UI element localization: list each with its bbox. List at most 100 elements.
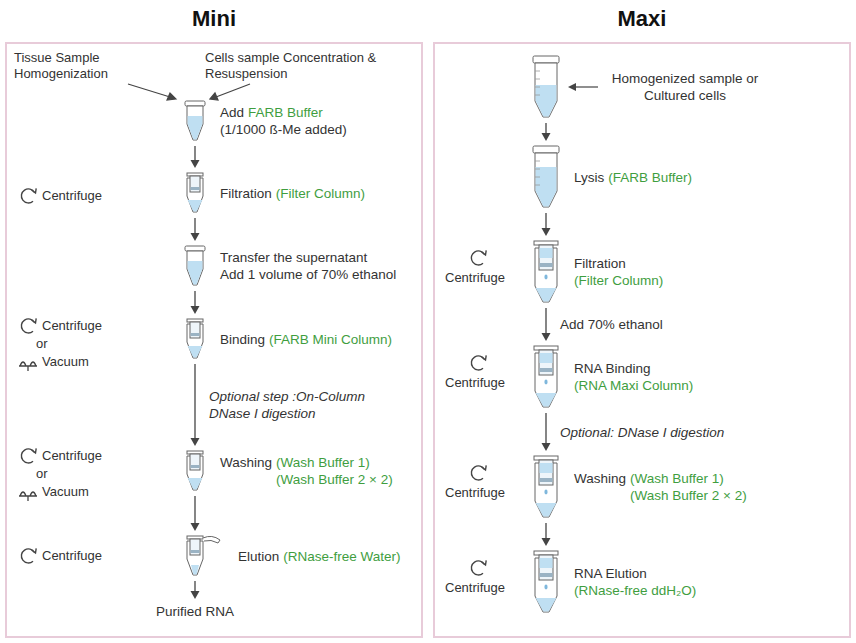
step-note: Optional step :On-Column DNase I digesti… bbox=[207, 388, 386, 422]
reagent-name: (Wash Buffer 1) bbox=[630, 471, 724, 486]
arrow-head bbox=[191, 523, 200, 531]
text-line: (1/1000 ß-Me added) bbox=[220, 121, 347, 138]
flow-arrow bbox=[191, 581, 200, 599]
text-line: Add 1 volume of 70% ethanol bbox=[220, 266, 396, 283]
process-step: Filtration(Filter Column) bbox=[182, 172, 365, 214]
reagent-name: (Wash Buffer 2 × 2) bbox=[276, 472, 393, 487]
text-line: Binding (FARB Mini Column) bbox=[220, 331, 392, 348]
side-label: Centrifuge bbox=[445, 485, 505, 501]
side-label: Centrifuge bbox=[445, 580, 505, 596]
tube-icon bbox=[530, 455, 562, 519]
arrow-head bbox=[191, 591, 200, 599]
arrow-head bbox=[542, 443, 551, 451]
flow-arrow bbox=[191, 496, 200, 531]
tube-icon bbox=[530, 145, 562, 209]
arrow-head bbox=[191, 233, 200, 241]
reagent-name: (Wash Buffer 1) bbox=[276, 455, 370, 470]
reagent-name: (RNase-free Water) bbox=[283, 549, 400, 564]
step-text: Filtration(Filter Column) bbox=[574, 255, 663, 289]
arrow-shaft bbox=[194, 364, 195, 440]
panel-title: Maxi bbox=[435, 6, 849, 32]
flow-arrow bbox=[191, 291, 200, 314]
process-step: Filtration(Filter Column) bbox=[530, 240, 663, 304]
process-step: Purified RNA bbox=[156, 603, 234, 620]
step-text: Purified RNA bbox=[156, 603, 234, 620]
step-label: (1/1000 ß-Me added) bbox=[220, 122, 347, 137]
step-note: Optional: DNase I digestion bbox=[558, 424, 726, 441]
process-step: Homogenized sample or Cultured cells bbox=[530, 55, 760, 119]
flow-arrow bbox=[191, 218, 200, 241]
step-note: Add 70% ethanol bbox=[558, 316, 665, 333]
arrow-shaft bbox=[545, 413, 546, 445]
step-text: Washing (Wash Buffer 1) (Wash Buffer 2 × 2… bbox=[220, 454, 393, 488]
side-label: Tissue Sample Homogenization bbox=[14, 50, 129, 82]
process-step: Transfer the supernatantAdd 1 volume of … bbox=[182, 245, 396, 287]
tube-icon bbox=[530, 240, 562, 304]
panel-title: Mini bbox=[7, 6, 421, 32]
arrow-head bbox=[542, 538, 551, 546]
tube-icon bbox=[182, 450, 208, 492]
text-line: Purified RNA bbox=[156, 603, 234, 620]
reagent-name: (RNA Maxi Column) bbox=[574, 378, 693, 393]
step-label: Washing bbox=[574, 471, 626, 486]
step-text: AddFARB Buffer(1/1000 ß-Me added) bbox=[220, 104, 347, 138]
text-line: Filtration(Filter Column) bbox=[220, 185, 365, 202]
pointer-arrow bbox=[568, 82, 598, 92]
process-step: Washing (Wash Buffer 1) (Wash Buffer 2 × 2… bbox=[182, 450, 393, 492]
tube-icon bbox=[530, 550, 562, 614]
step-text: Homogenized sample or Cultured cells bbox=[610, 70, 760, 104]
text-line: Washing (Wash Buffer 1) bbox=[574, 470, 747, 487]
arrow-shaft bbox=[194, 146, 195, 162]
step-text: Elution (RNase-free Water) bbox=[238, 548, 401, 565]
step-text: Filtration(Filter Column) bbox=[220, 185, 365, 202]
process-step: RNA Elution(RNase-free ddH₂O) bbox=[530, 550, 696, 614]
arrow-head bbox=[542, 333, 551, 341]
process-step: Binding (FARB Mini Column) bbox=[182, 318, 392, 360]
reagent-name: (RNase-free ddH₂O) bbox=[574, 583, 696, 598]
process-step: AddFARB Buffer(1/1000 ß-Me added) bbox=[182, 100, 347, 142]
arrow-shaft bbox=[545, 308, 546, 335]
tube-icon bbox=[182, 318, 208, 360]
text-line: Lysis(FARB Buffer) bbox=[574, 169, 692, 186]
step-label: Lysis bbox=[574, 170, 604, 185]
flow-arrow bbox=[542, 413, 551, 451]
step-label: Elution bbox=[238, 549, 279, 564]
text-line: (RNA Maxi Column) bbox=[574, 377, 693, 394]
step-text: Lysis(FARB Buffer) bbox=[574, 169, 692, 186]
process-step: Elution (RNase-free Water) bbox=[182, 535, 401, 577]
flow-arrow bbox=[542, 213, 551, 236]
text-line: AddFARB Buffer bbox=[220, 104, 347, 121]
step-label: Washing bbox=[220, 455, 272, 470]
arrow-head bbox=[191, 160, 200, 168]
reagent-name: (FARB Mini Column) bbox=[269, 332, 392, 347]
step-text: RNA Binding (RNA Maxi Column) bbox=[574, 360, 693, 394]
process-step: RNA Binding (RNA Maxi Column) bbox=[530, 345, 693, 409]
text-line: Transfer the supernatant bbox=[220, 249, 396, 266]
side-label: Vacuum bbox=[42, 354, 89, 370]
arrow-head bbox=[542, 133, 551, 141]
arrow-shaft bbox=[545, 213, 546, 230]
step-label: Filtration bbox=[574, 256, 626, 271]
step-label: RNA Binding bbox=[574, 361, 651, 376]
step-label: Purified RNA bbox=[156, 604, 234, 619]
step-label: Binding bbox=[220, 332, 265, 347]
step-text: Binding (FARB Mini Column) bbox=[220, 331, 392, 348]
reagent-name: (Wash Buffer 2 × 2) bbox=[630, 488, 747, 503]
centrifuge-icons bbox=[21, 188, 486, 575]
side-label: Centrifuge bbox=[42, 188, 102, 204]
side-label: Centrifuge bbox=[42, 548, 102, 564]
text-line: (Wash Buffer 2 × 2) bbox=[276, 471, 393, 488]
vacuum-icons bbox=[19, 362, 37, 501]
side-label: Centrifuge bbox=[42, 448, 102, 464]
text-line: Washing (Wash Buffer 1) bbox=[220, 454, 393, 471]
flow-arrow bbox=[542, 123, 551, 141]
arrow-shaft bbox=[545, 523, 546, 540]
text-line: (RNase-free ddH₂O) bbox=[574, 582, 696, 599]
tube-icon bbox=[530, 345, 562, 409]
tube-icon bbox=[182, 245, 208, 287]
tube-icon bbox=[182, 535, 226, 577]
process-step: Lysis(FARB Buffer) bbox=[530, 145, 692, 209]
flow-arrow bbox=[542, 308, 551, 341]
tube-icon bbox=[182, 100, 208, 142]
